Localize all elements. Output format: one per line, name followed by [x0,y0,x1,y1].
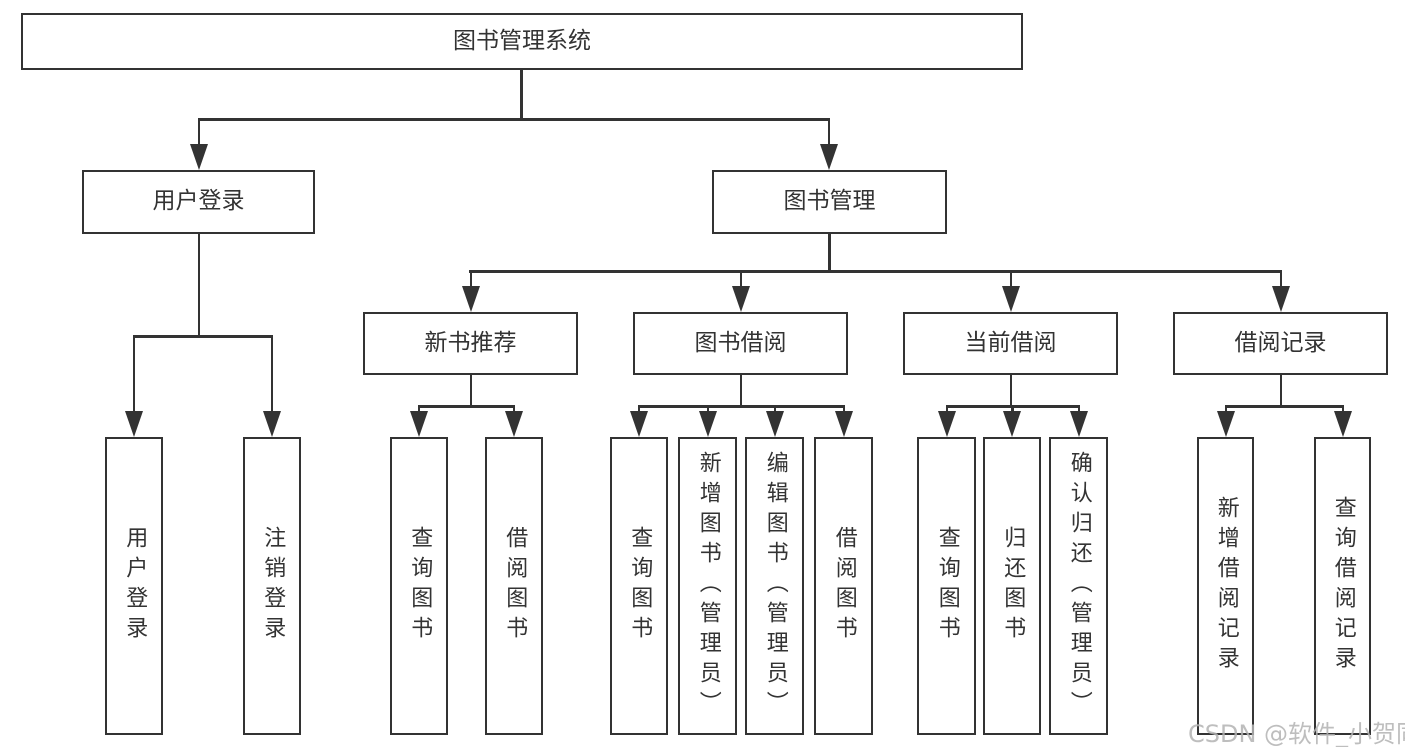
connector-vline [945,405,948,415]
node-leaf-user-login: 用户登录 [105,437,163,735]
arrowhead-icon [1003,411,1021,437]
connector-vline [1224,405,1227,415]
connector-hline [469,270,1281,273]
node-leaf-return-book: 归还图书 [983,437,1041,735]
node-root: 图书管理系统 [21,13,1023,70]
node-leaf-edit-book: 编辑图书（管理员） [745,437,804,735]
arrowhead-icon [190,144,208,170]
arrowhead-icon [765,411,784,437]
arrowhead-icon [1001,286,1020,312]
connector-vline [270,335,273,415]
node-borrow-record: 借阅记录 [1173,312,1388,375]
arrowhead-icon [630,411,648,437]
connector-vline [469,270,472,292]
connector-vline [1009,375,1012,407]
connector-vline [132,335,135,415]
arrowhead-icon [410,411,428,437]
connector-vline [197,234,200,337]
arrowhead-icon [937,411,956,437]
connector-hline [1225,405,1344,408]
connector-vline [842,405,845,415]
watermark: CSDN @软件_小贺同学 [1188,720,1405,747]
arrowhead-icon [1333,411,1352,437]
connector-vline [1279,270,1282,292]
node-leaf-query-book-rec: 查询图书 [390,437,448,735]
connector-vline [739,270,742,292]
connector-hline [638,405,844,408]
connector-vline [1279,375,1282,407]
connector-vline [512,405,515,415]
connector-vline [469,375,472,407]
node-leaf-logout: 注销登录 [243,437,301,735]
connector-vline [1009,270,1012,292]
connector-hline [133,335,273,338]
node-leaf-query-book-borrow: 查询图书 [610,437,668,735]
arrowhead-icon [834,411,853,437]
connector-vline [637,405,640,415]
node-leaf-borrow-book-borrow: 借阅图书 [814,437,873,735]
node-leaf-add-record: 新增借阅记录 [1197,437,1254,735]
connector-hline [418,405,515,408]
node-leaf-query-book-current: 查询图书 [917,437,976,735]
node-new-book-rec: 新书推荐 [363,312,578,375]
connector-vline [773,405,776,415]
connector-vline [197,118,200,150]
arrowhead-icon [125,411,143,437]
connector-vline [706,405,709,415]
node-book-mgmt: 图书管理 [712,170,947,234]
arrowhead-icon [1216,411,1235,437]
connector-vline [520,69,523,120]
node-leaf-confirm-return: 确认归还（管理员） [1049,437,1108,735]
arrowhead-icon [820,144,838,170]
connector-vline [828,234,831,272]
node-current-borrow: 当前借阅 [903,312,1118,375]
connector-vline [1077,405,1080,415]
arrowhead-icon [1069,411,1088,437]
arrowhead-icon [505,411,523,437]
node-leaf-add-book: 新增图书（管理员） [678,437,737,735]
node-user-login: 用户登录 [82,170,315,234]
node-leaf-query-record: 查询借阅记录 [1314,437,1371,735]
connector-hline [198,118,830,121]
connector-vline [417,405,420,415]
arrowhead-icon [461,286,480,312]
arrowhead-icon [731,286,750,312]
connector-vline [1011,405,1014,415]
arrowhead-icon [263,411,281,437]
connector-vline [739,375,742,407]
node-book-borrow: 图书借阅 [633,312,848,375]
arrowhead-icon [698,411,717,437]
node-leaf-borrow-book-rec: 借阅图书 [485,437,543,735]
connector-vline [1341,405,1344,415]
connector-vline [827,118,830,150]
arrowhead-icon [1271,286,1290,312]
